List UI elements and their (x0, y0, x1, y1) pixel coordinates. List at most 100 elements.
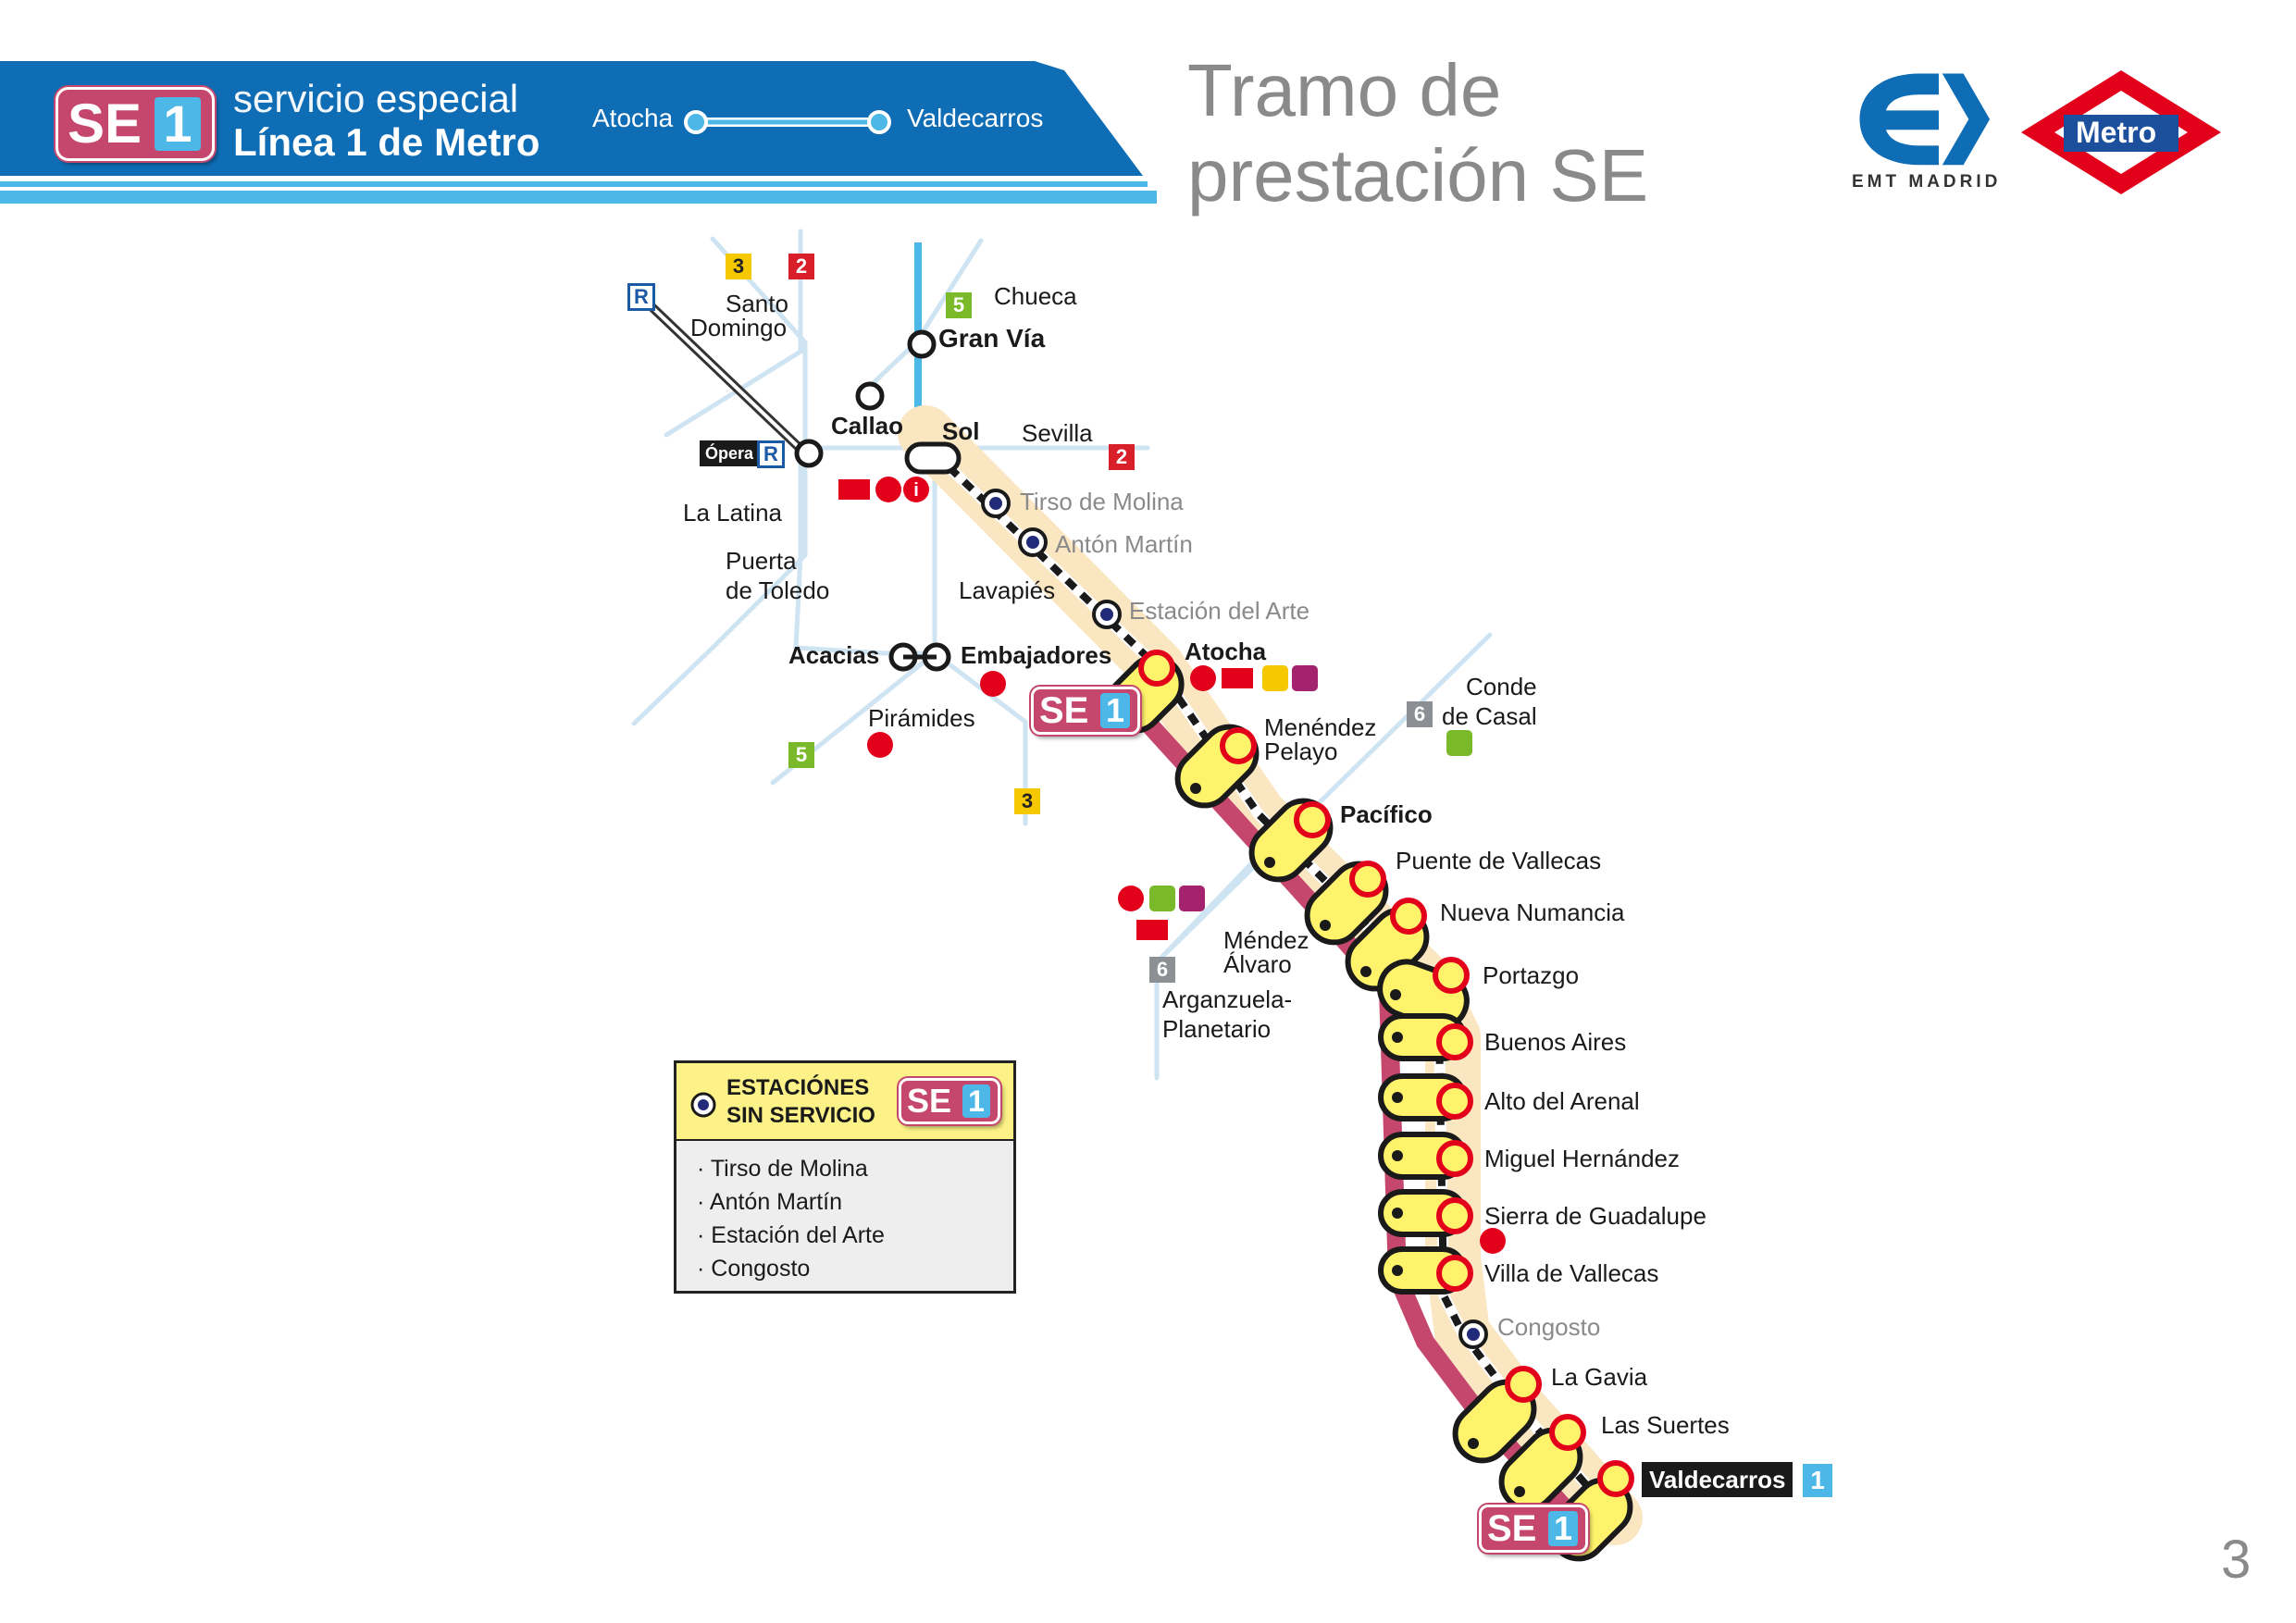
mendez-alvaro-service-icons (1118, 886, 1205, 940)
label-arganzuela-2: Planetario (1162, 1015, 1272, 1043)
label-puerta-toledo-1: Puerta (726, 547, 797, 575)
badge-line-5-south: 5 (788, 742, 814, 768)
info-icon (903, 477, 929, 502)
section-title-line1: Tramo de (1187, 49, 1502, 131)
route-from-label: Atocha (592, 104, 674, 132)
label-la-gavia: La Gavia (1551, 1363, 1648, 1391)
line-3-path (631, 236, 808, 726)
header-title-rest: especial (376, 77, 519, 120)
station-la-gavia (1505, 1366, 1542, 1403)
header-title: servicio especial Línea 1 de Metro (233, 78, 540, 165)
intercity-bus-icon (1262, 665, 1288, 691)
station-callao (855, 381, 885, 411)
header-banner-shape (0, 61, 1157, 204)
badge-r-north: R (627, 283, 655, 311)
badge-line-5-chueca: 5 (946, 292, 972, 318)
label-lavapies: Lavapiés (959, 576, 1056, 604)
label-miguel-hernandez: Miguel Hernández (1484, 1145, 1681, 1172)
station-las-suertes (1549, 1414, 1586, 1451)
sierra-connection-icon (1480, 1228, 1506, 1254)
conde-bus-icon (1446, 730, 1472, 756)
header-title-light: servicio (233, 77, 366, 120)
station-nueva-numancia (1390, 898, 1427, 935)
page-number: 3 (2221, 1530, 2252, 1590)
station-buenos-aires (1436, 1023, 1473, 1060)
station-valdecarros (1597, 1460, 1634, 1497)
line-3-path-south (793, 445, 1028, 826)
se1-badge-number: 1 (1100, 693, 1130, 728)
se1-badge-number: 1 (1548, 1511, 1578, 1546)
connection-icon (875, 477, 901, 502)
station-villa-vallecas (1436, 1255, 1473, 1292)
se1-served-stations (1138, 650, 1634, 1497)
station-sol (904, 441, 962, 475)
route-to-label: Valdecarros (907, 104, 1044, 132)
label-puente-de-vallecas: Puente de Vallecas (1396, 847, 1602, 874)
train-icon (1179, 886, 1205, 911)
se-badge-text: SE (68, 93, 143, 155)
station-opera (794, 439, 824, 468)
svg-text:i: i (913, 480, 919, 501)
train-icon (1292, 665, 1318, 691)
embajadores-connection-icon (980, 671, 1006, 697)
section-title-line2: prestación SE (1187, 134, 1649, 217)
label-congosto: Congosto (1497, 1313, 1601, 1341)
legend-header: ESTACIÓNES SIN SERVICIO SE 1 (676, 1063, 1013, 1141)
label-chueca: Chueca (994, 282, 1077, 310)
label-callao: Callao (831, 412, 904, 440)
closed-station-icon (690, 1092, 716, 1118)
station-alto-arenal (1436, 1083, 1473, 1120)
badge-line-2-north: 2 (788, 254, 814, 279)
bus-icon (1149, 886, 1175, 911)
label-atocha: Atocha (1185, 638, 1267, 665)
legend-item: · Congosto (697, 1256, 811, 1282)
label-opera-box: Ópera (700, 440, 760, 466)
piramides-connection-icon (867, 732, 893, 758)
badge-line-6-mendez: 6 (1149, 957, 1175, 983)
label-nueva-numancia: Nueva Numancia (1440, 898, 1625, 926)
sol-service-icons: i (838, 477, 929, 502)
legend-closed-stations: ESTACIÓNES SIN SERVICIO SE 1 · Tirso de … (674, 1060, 1016, 1294)
se1-badge-text: SE (1487, 1508, 1537, 1549)
station-menendez-pelayo (1220, 727, 1257, 764)
station-sierra-guadalupe (1436, 1197, 1473, 1234)
line-r-path (635, 291, 807, 455)
se1-badge-atocha: SE 1 (1031, 687, 1140, 735)
label-alto-del-arenal: Alto del Arenal (1484, 1087, 1640, 1115)
se1-badge-text: SE (907, 1082, 952, 1120)
label-portazgo: Portazgo (1483, 961, 1580, 989)
badge-line-3-north: 3 (726, 254, 751, 279)
station-atocha (1138, 650, 1175, 687)
label-puerta-toledo-2: de Toledo (726, 576, 830, 604)
label-sol: Sol (942, 417, 980, 445)
label-valdecarros: Valdecarros (1649, 1466, 1786, 1493)
se1-badge-valdecarros: SE 1 (1479, 1505, 1588, 1553)
label-santo-domingo-1: Santo (726, 290, 788, 317)
label-arganzuela-1: Arganzuela- (1162, 985, 1293, 1013)
badge-line-6-conde: 6 (1407, 701, 1433, 727)
ticket-icon (1136, 920, 1168, 940)
connection-icon (1190, 665, 1216, 691)
station-puente-vallecas (1349, 861, 1386, 898)
label-gran-via: Gran Vía (938, 324, 1046, 353)
station-gran-via (907, 329, 937, 359)
badge-line-3-south: 3 (1014, 788, 1040, 814)
se-badge-number: 1 (155, 97, 201, 151)
header-title-line2: Línea 1 de Metro (233, 120, 540, 164)
emt-logo-icon (1859, 73, 1991, 166)
label-pacifico: Pacífico (1340, 800, 1433, 828)
label-menendez-pelayo-1: Menéndez (1264, 713, 1377, 741)
closed-stations (981, 489, 1488, 1349)
legend-item: · Antón Martín (697, 1189, 843, 1215)
badge-r-opera: R (757, 440, 785, 468)
label-conde-de-casal-2: de Casal (1442, 702, 1537, 730)
se1-badge-number: 1 (962, 1084, 990, 1118)
label-sevilla: Sevilla (1022, 419, 1093, 447)
label-opera: Ópera (705, 444, 754, 463)
label-villa-de-vallecas: Villa de Vallecas (1484, 1259, 1659, 1287)
ticket-icon (838, 479, 870, 500)
route-line (684, 110, 891, 134)
label-la-latina: La Latina (683, 499, 782, 527)
badge-line-1-valdecarros: 1 (1803, 1464, 1832, 1497)
